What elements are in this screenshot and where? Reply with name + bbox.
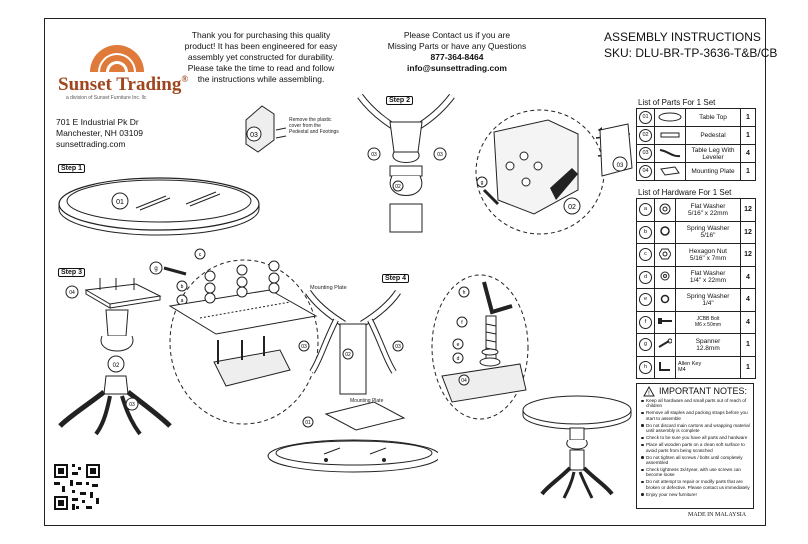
bolt-icon — [658, 318, 672, 325]
svg-text:g: g — [481, 180, 484, 186]
parts-list-title: List of Parts For 1 Set — [638, 98, 716, 107]
allen-key-icon — [659, 362, 670, 372]
hex-nut-icon — [658, 248, 672, 260]
svg-text:01: 01 — [116, 199, 124, 206]
svg-text:e: e — [457, 342, 460, 348]
svg-text:!: ! — [648, 391, 650, 397]
table-row: 04 Mounting Plate 1 — [636, 162, 756, 181]
important-notes-box: ! IMPORTANT NOTES: Keep all hardware and… — [636, 383, 754, 509]
address-line-2: Manchester, NH 03109 — [56, 128, 143, 138]
svg-text:04: 04 — [69, 290, 75, 296]
brand-tagline: a division of Sunset Furniture Inc. llc — [66, 95, 147, 101]
notes-title: IMPORTANT NOTES: — [659, 386, 748, 396]
mounting-plate-label-2: Mounting Plate — [350, 398, 384, 404]
svg-text:02: 02 — [345, 352, 351, 358]
spanner-icon — [658, 338, 673, 348]
svg-text:d: d — [457, 356, 460, 362]
phone-number[interactable]: 877-364-8464 — [430, 52, 484, 62]
flat-washer-small-icon — [660, 271, 670, 281]
step-1-label: Step 1 — [58, 164, 86, 173]
step-4-assembly-illustration: 02 03 03 01 — [267, 289, 438, 473]
table-row: 03 Table Leg With Leveler 4 — [636, 144, 756, 163]
sunset-logo-icon — [90, 45, 144, 72]
list-item: Enjoy your new furniture! — [641, 492, 753, 497]
list-item: Do not tighten all screws / bolts until … — [641, 455, 753, 466]
table-row: 02 Pedestal 1 — [636, 126, 756, 145]
finished-table-illustration — [522, 395, 632, 499]
table-row: 01 Table Top 1 — [636, 108, 756, 127]
spring-washer-small-icon — [660, 294, 670, 303]
step-3-label: Step 3 — [58, 268, 86, 277]
address-line-1: 701 E Industrial Pk Dr — [56, 117, 139, 127]
step-4-bolt-detail: h f e d 04 — [431, 274, 529, 420]
list-item: Check to be sure you have all parts and … — [641, 435, 753, 440]
svg-text:03: 03 — [301, 344, 307, 350]
svg-text:03: 03 — [437, 152, 443, 158]
svg-text:a: a — [181, 298, 184, 304]
page-title: ASSEMBLY INSTRUCTIONS — [604, 30, 761, 44]
step-3-hardware-detail: g c b a — [149, 248, 319, 425]
svg-text:h: h — [463, 290, 466, 296]
mounting-plate-label-1: Mounting Plate — [310, 285, 347, 291]
svg-text:03: 03 — [129, 402, 135, 408]
svg-text:g: g — [154, 266, 157, 272]
svg-text:f: f — [461, 320, 463, 326]
svg-text:03: 03 — [617, 163, 624, 169]
svg-text:b: b — [181, 284, 184, 290]
svg-text:04: 04 — [461, 378, 467, 384]
svg-text:03: 03 — [395, 344, 401, 350]
list-item: Place all wooden parts on a clean soft s… — [641, 442, 753, 453]
notes-list: Keep all hardware and small parts out of… — [641, 398, 753, 499]
svg-text:02: 02 — [113, 363, 120, 369]
list-item: Do not attempt to repair or modify parts… — [641, 479, 753, 490]
made-in-label: MADE IN MALAYSIA — [688, 512, 747, 518]
sku-label: SKU: DLU-BR-TP-3636-T&B/CB — [604, 46, 778, 60]
website-link[interactable]: sunsettrading.com — [56, 139, 126, 149]
step-1-tabletop-illustration: 01 — [58, 177, 260, 236]
brand-name: Sunset Trading® — [58, 74, 189, 95]
email-link[interactable]: info@sunsettrading.com — [407, 63, 507, 73]
flat-washer-icon — [659, 203, 671, 215]
list-item: Do not discard main cartons and wrapping… — [641, 423, 753, 434]
svg-text:c: c — [199, 252, 202, 258]
list-item: Keep all hardware and small parts out of… — [641, 398, 753, 409]
table-top-icon — [658, 112, 682, 121]
svg-text:02: 02 — [395, 184, 401, 190]
svg-text:02: 02 — [568, 204, 576, 211]
qr-code-icon[interactable] — [52, 462, 102, 512]
step-4-label: Step 4 — [382, 274, 410, 283]
pedestal-icon — [660, 132, 680, 137]
list-item: Check tightness 3x/4year, with use screw… — [641, 467, 753, 478]
svg-text:01: 01 — [305, 420, 311, 426]
company-address: 701 E Industrial Pk Dr Manchester, NH 03… — [56, 117, 143, 150]
step-2-leg-bolt-detail: 02 g 03 — [475, 109, 633, 235]
contact-info: Please Contact us if you are Missing Par… — [387, 30, 527, 73]
step-2-label: Step 2 — [386, 96, 414, 105]
hardware-list-title: List of Hardware For 1 Set — [638, 188, 732, 197]
instruction-sheet — [44, 18, 766, 526]
step-3-pedestal-plate-illustration: 04 02 03 — [58, 278, 172, 436]
parts-table: 01 Table Top 1 02 Pedestal 1 03 Table Le… — [636, 108, 756, 181]
warning-icon: ! — [643, 386, 655, 397]
spring-washer-icon — [660, 226, 670, 236]
step-2-pedestal-illustration: 02 03 03 — [357, 93, 455, 233]
table-leg-icon — [659, 148, 681, 157]
svg-text:03: 03 — [371, 152, 377, 158]
mounting-plate-icon — [660, 165, 680, 176]
step-2-leg-detail-illustration: 03 — [245, 105, 287, 153]
svg-text:03: 03 — [250, 132, 258, 139]
list-item: Remove all staples and packing straps be… — [641, 410, 753, 421]
